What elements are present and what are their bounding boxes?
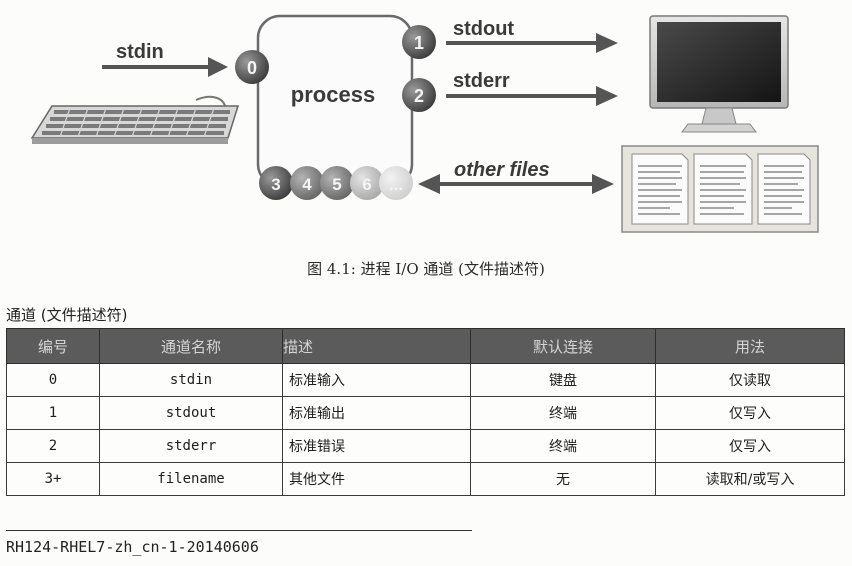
extra-fd-balls: 3 4 5 6 ... bbox=[259, 166, 413, 200]
monitor-icon bbox=[649, 15, 789, 133]
figure-caption: 图 4.1: 进程 I/O 通道 (文件描述符) bbox=[307, 260, 545, 278]
table-title: 通道 (文件描述符) bbox=[6, 306, 128, 324]
process-label: process bbox=[291, 82, 375, 107]
process-io-diagram: process stdin 0 1 2 stdout stderr other … bbox=[30, 14, 819, 233]
table-header-row: 编号 通道名称 描述 默认连接 用法 bbox=[6, 328, 845, 364]
cell-number: 0 bbox=[6, 363, 100, 397]
fd-6-ball bbox=[350, 166, 384, 200]
cell-default-connection: 终端 bbox=[470, 396, 656, 430]
fd-3-label: 3 bbox=[271, 175, 280, 194]
cell-number: 3+ bbox=[6, 462, 100, 496]
fd-0-label: 0 bbox=[247, 58, 257, 78]
cell-number: 2 bbox=[6, 429, 100, 463]
fd-2-label: 2 bbox=[414, 86, 424, 106]
cell-description: 标准输入 bbox=[282, 363, 471, 397]
other-files-arrow bbox=[418, 174, 614, 194]
cell-description: 标准错误 bbox=[282, 429, 471, 463]
cell-channel-name: stderr bbox=[99, 429, 283, 463]
fd-5-ball bbox=[320, 166, 354, 200]
stderr-arrow bbox=[446, 86, 618, 106]
table-row: 2 stderr 标准错误 终端 仅写入 bbox=[6, 429, 845, 463]
fd-0-ball bbox=[235, 50, 269, 84]
cell-usage: 仅写入 bbox=[655, 429, 845, 463]
cell-default-connection: 无 bbox=[470, 462, 656, 496]
stdin-label: stdin bbox=[116, 41, 164, 63]
stdout-arrow bbox=[446, 33, 618, 53]
stdin-arrow bbox=[102, 57, 228, 77]
cell-channel-name: stdin bbox=[99, 363, 283, 397]
fd-more-label: ... bbox=[389, 175, 403, 194]
cell-number: 1 bbox=[6, 396, 100, 430]
fd-2-ball bbox=[402, 78, 436, 112]
table-row: 3+ filename 其他文件 无 读取和/或写入 bbox=[6, 462, 845, 496]
table-row: 0 stdin 标准输入 键盘 仅读取 bbox=[6, 363, 845, 397]
cell-description: 标准输出 bbox=[282, 396, 471, 430]
header-number: 编号 bbox=[6, 328, 100, 364]
file-descriptor-table: 编号 通道名称 描述 默认连接 用法 0 stdin 标准输入 键盘 仅读取 1… bbox=[6, 328, 845, 496]
cell-channel-name: stdout bbox=[99, 396, 283, 430]
header-channel-name: 通道名称 bbox=[99, 328, 283, 364]
cell-description: 其他文件 bbox=[282, 462, 471, 496]
header-usage: 用法 bbox=[655, 328, 845, 364]
fd-more-ball bbox=[379, 166, 413, 200]
fd-4-label: 4 bbox=[302, 175, 312, 194]
fd-6-label: 6 bbox=[362, 175, 371, 194]
fd-1-ball bbox=[402, 25, 436, 59]
document-1 bbox=[631, 153, 689, 225]
document-footer-id: RH124-RHEL7-zh_cn-1-20140606 bbox=[6, 538, 259, 556]
fd-5-label: 5 bbox=[332, 175, 341, 194]
document-3 bbox=[757, 153, 811, 225]
cell-default-connection: 终端 bbox=[470, 429, 656, 463]
footer-rule bbox=[6, 530, 472, 531]
fd-4-ball bbox=[290, 166, 324, 200]
keyboard-icon bbox=[30, 95, 240, 144]
stderr-label: stderr bbox=[453, 70, 510, 92]
cell-usage: 读取和/或写入 bbox=[655, 462, 845, 496]
cell-usage: 仅写入 bbox=[655, 396, 845, 430]
fd-3-ball bbox=[259, 166, 293, 200]
cell-usage: 仅读取 bbox=[655, 363, 845, 397]
stdout-label: stdout bbox=[453, 18, 514, 40]
fd-1-label: 1 bbox=[414, 33, 424, 53]
documents-icon bbox=[621, 145, 819, 233]
table-row: 1 stdout 标准输出 终端 仅写入 bbox=[6, 396, 845, 430]
header-description: 描述 bbox=[282, 328, 471, 364]
document-2 bbox=[693, 153, 753, 225]
cell-channel-name: filename bbox=[99, 462, 283, 496]
other-files-label: other files bbox=[454, 159, 550, 181]
header-default-connection: 默认连接 bbox=[470, 328, 656, 364]
cell-default-connection: 键盘 bbox=[470, 363, 656, 397]
